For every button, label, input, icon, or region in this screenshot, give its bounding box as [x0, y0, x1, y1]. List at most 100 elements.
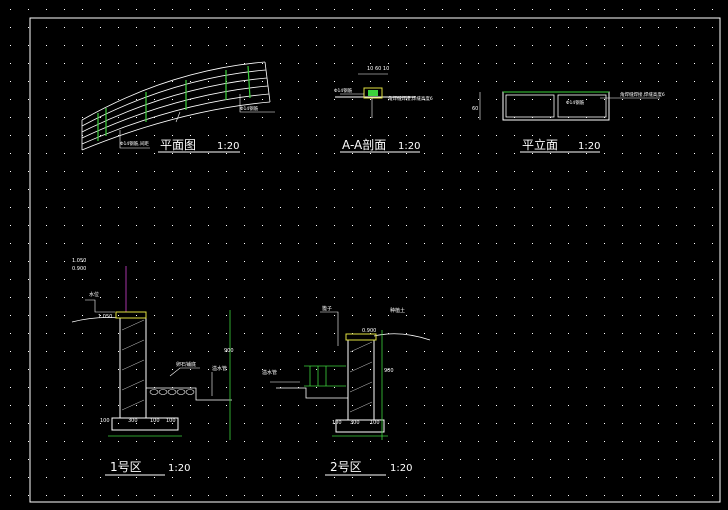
zone2-wall-hatch [349, 341, 373, 413]
grid-dot [658, 261, 659, 262]
grid-dot [604, 27, 605, 28]
grid-dot [262, 45, 263, 46]
grid-dot [64, 333, 65, 334]
grid-dot [550, 207, 551, 208]
grid-dot [460, 333, 461, 334]
grid-dot [586, 279, 587, 280]
grid-dot [172, 243, 173, 244]
grid-dot [388, 117, 389, 118]
grid-dot [604, 441, 605, 442]
grid-dot [694, 207, 695, 208]
grid-dot [136, 63, 137, 64]
grid-dot [172, 207, 173, 208]
grid-dot [118, 153, 119, 154]
grid-dot [388, 387, 389, 388]
grid-dot [28, 369, 29, 370]
grid-dot [298, 81, 299, 82]
grid-dot [154, 27, 155, 28]
grid-dot [604, 99, 605, 100]
grid-dot [586, 405, 587, 406]
grid-dot [316, 459, 317, 460]
grid-dot [352, 369, 353, 370]
grid-dot [190, 135, 191, 136]
grid-dot [460, 117, 461, 118]
grid-dot [622, 153, 623, 154]
grid-dot [352, 297, 353, 298]
grid-dot [694, 63, 695, 64]
grid-dot [154, 171, 155, 172]
grid-dot [604, 189, 605, 190]
grid-dot [280, 441, 281, 442]
grid-dot [28, 495, 29, 496]
grid-dot [424, 225, 425, 226]
grid-dot [316, 171, 317, 172]
grid-dot [586, 459, 587, 460]
grid-dot [712, 387, 713, 388]
grid-dot [226, 315, 227, 316]
zone2-pool-base [276, 387, 348, 399]
grid-dot [244, 387, 245, 388]
grid-dot [424, 495, 425, 496]
grid-dot [676, 441, 677, 442]
grid-dot [478, 99, 479, 100]
grid-dot [424, 261, 425, 262]
grid-dot [100, 81, 101, 82]
grid-dot [280, 297, 281, 298]
grid-dot [280, 27, 281, 28]
grid-dot [46, 405, 47, 406]
grid-dot [244, 81, 245, 82]
grid-dot [658, 81, 659, 82]
grid-dot [136, 387, 137, 388]
grid-dot [334, 369, 335, 370]
grid-dot [316, 477, 317, 478]
grid-dot [226, 207, 227, 208]
grid-dot [496, 261, 497, 262]
grid-dot [82, 63, 83, 64]
grid-dot [442, 207, 443, 208]
grid-dot [514, 27, 515, 28]
grid-dot [136, 279, 137, 280]
grid-dot [640, 153, 641, 154]
grid-dot [100, 207, 101, 208]
grid-dot [154, 459, 155, 460]
grid-dot [280, 225, 281, 226]
grid-dot [10, 27, 11, 28]
grid-dot [28, 135, 29, 136]
grid-dot [568, 117, 569, 118]
grid-dot [622, 297, 623, 298]
grid-dot [640, 189, 641, 190]
grid-dot [334, 207, 335, 208]
zone1-scale: 1:20 [168, 463, 190, 474]
grid-dot [478, 117, 479, 118]
grid-dot [262, 225, 263, 226]
grid-dot [568, 9, 569, 10]
grid-dot [604, 279, 605, 280]
grid-dot [370, 243, 371, 244]
grid-dot [244, 99, 245, 100]
grid-dot [676, 207, 677, 208]
grid-dot [514, 405, 515, 406]
grid-dot [568, 27, 569, 28]
grid-dot [352, 351, 353, 352]
grid-dot [604, 117, 605, 118]
grid-dot [424, 423, 425, 424]
grid-dot [442, 99, 443, 100]
grid-dot [442, 225, 443, 226]
grid-dot [172, 477, 173, 478]
grid-dot [406, 315, 407, 316]
grid-dot [46, 441, 47, 442]
grid-dot [694, 189, 695, 190]
grid-dot [712, 45, 713, 46]
grid-dot [100, 495, 101, 496]
grid-dot [532, 171, 533, 172]
grid-dot [370, 441, 371, 442]
grid-dot [388, 99, 389, 100]
grid-dot [172, 279, 173, 280]
grid-dot [28, 243, 29, 244]
grid-dot [244, 9, 245, 10]
grid-dot [280, 423, 281, 424]
grid-dot [28, 207, 29, 208]
grid-dot [604, 243, 605, 244]
grid-dot [64, 405, 65, 406]
grid-dot [532, 99, 533, 100]
